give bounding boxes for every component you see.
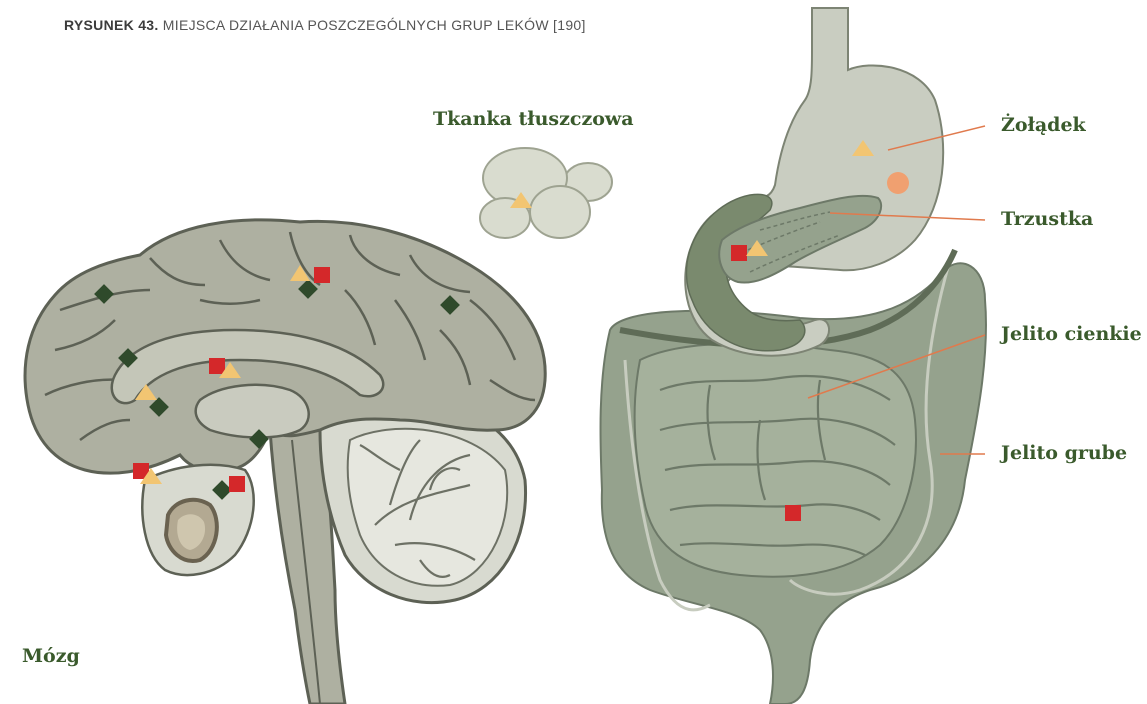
label-pancreas: Trzustka bbox=[1001, 208, 1093, 230]
label-adipose-tissue: Tkanka tłuszczowa bbox=[433, 108, 634, 130]
square-marker bbox=[209, 358, 225, 374]
square-marker bbox=[785, 505, 801, 521]
square-marker bbox=[731, 245, 747, 261]
adipose-tissue-illustration bbox=[480, 148, 612, 238]
label-large-intestine: Jelito grube bbox=[1001, 442, 1127, 464]
label-brain: Mózg bbox=[22, 645, 80, 667]
square-marker bbox=[314, 267, 330, 283]
circle-marker bbox=[887, 172, 909, 194]
label-stomach: Żołądek bbox=[1001, 114, 1086, 136]
square-marker bbox=[229, 476, 245, 492]
label-small-intestine: Jelito cienkie bbox=[1001, 323, 1142, 345]
